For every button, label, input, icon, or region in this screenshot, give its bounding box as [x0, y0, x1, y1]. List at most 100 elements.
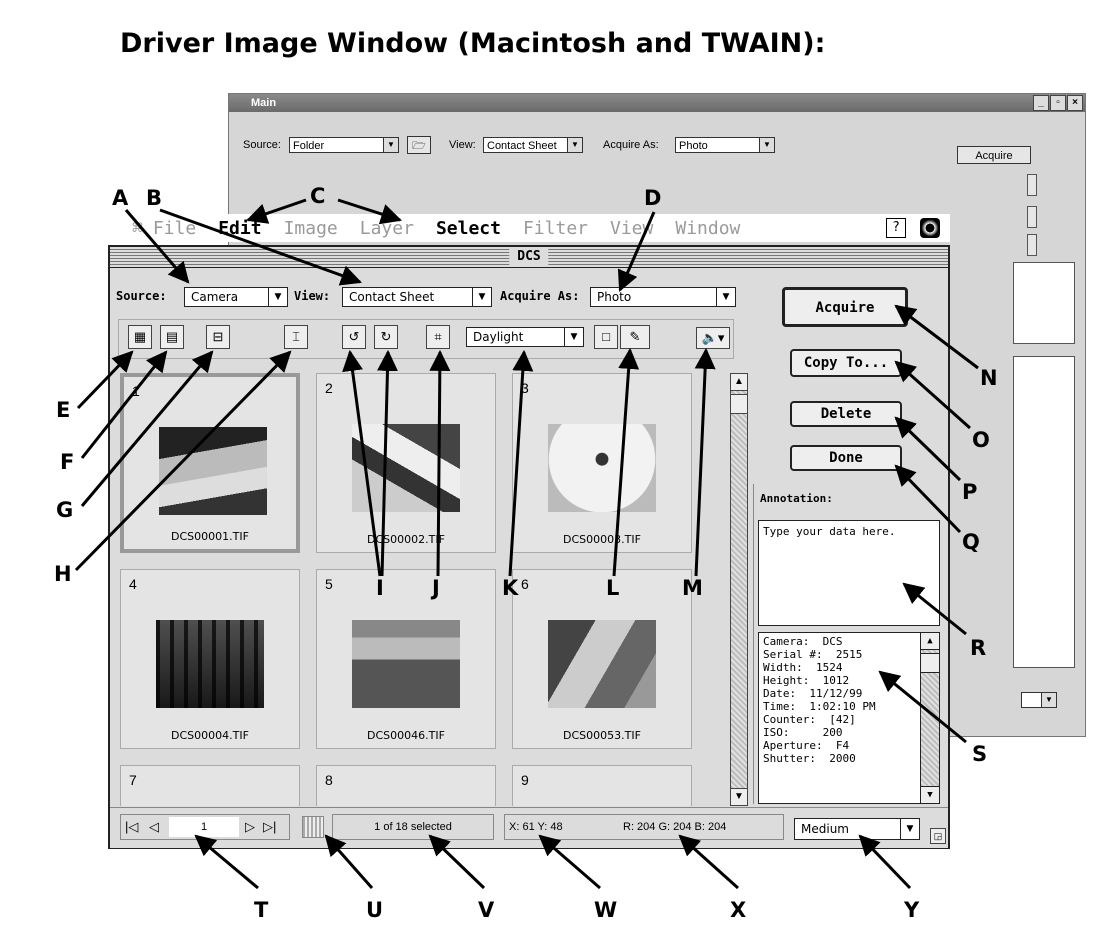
callout-y: Y [904, 898, 920, 922]
callout-r: R [970, 636, 987, 660]
camera-settings-button[interactable]: ▤ [160, 325, 184, 349]
camera-controls-button[interactable]: ⊟ [206, 325, 230, 349]
app-switcher-icon[interactable] [920, 218, 940, 238]
prev-page-icon[interactable]: ◁ [149, 819, 159, 834]
callout-x: X [730, 898, 747, 922]
minimize-button[interactable]: _ [1033, 95, 1049, 111]
apple-menu-icon[interactable]: ⌘ [132, 217, 143, 239]
thumbnail-number: 2 [325, 380, 333, 396]
menu-filter[interactable]: Filter [522, 217, 588, 239]
main-side-panel [1013, 262, 1075, 344]
last-page-icon[interactable]: ▷| [263, 819, 277, 834]
callout-l: L [606, 576, 620, 600]
info-camera: Camera: DCS [763, 635, 843, 648]
thumbnail-2[interactable]: 2 DCS00002.TIF [316, 373, 496, 553]
main-bottom-select[interactable]: ▼ [1021, 692, 1057, 708]
annotation-toggle-button[interactable]: ⌶ [284, 325, 308, 349]
main-acquire-as-select[interactable]: Photo▼ [675, 137, 775, 153]
arrow-k [508, 349, 534, 577]
delete-button[interactable]: Delete [790, 401, 902, 427]
resize-grip-icon[interactable]: ◲ [930, 828, 946, 844]
white-balance-select[interactable]: Daylight▼ [466, 327, 584, 347]
arrow-f [80, 350, 168, 459]
acquire-button[interactable]: Acquire [782, 287, 908, 327]
info-serial: Serial #: 2515 [763, 648, 863, 661]
arrow-c2 [337, 198, 402, 225]
thumbnail-7[interactable]: 7 [120, 765, 300, 806]
thumbnail-3[interactable]: 3 DCS00003.TIF [512, 373, 692, 553]
menu-image[interactable]: Image [283, 217, 338, 239]
arrow-b [159, 208, 362, 286]
menu-view[interactable]: View [610, 217, 654, 239]
info-scrollbar[interactable]: ▲ ▼ [920, 633, 939, 803]
chevron-down-icon: ▼ [268, 288, 287, 306]
thumbnail-filename: DCS00002.TIF [367, 533, 445, 546]
scroll-thumb[interactable] [731, 394, 747, 414]
thumbnail-image [159, 427, 267, 515]
info-iso: ISO: 200 [763, 726, 843, 739]
square-icon: □ [602, 329, 610, 344]
white-balance-value: Daylight [473, 330, 524, 344]
grid-view-icon[interactable] [302, 816, 324, 838]
thumbnail-filename: DCS00003.TIF [563, 533, 641, 546]
main-side-control [1027, 206, 1037, 228]
rotate-right-button[interactable]: ↻ [374, 325, 398, 349]
rotate-left-button[interactable]: ↺ [342, 325, 366, 349]
scroll-down-icon[interactable]: ▼ [921, 786, 939, 803]
info-height: Height: 1012 [763, 674, 850, 687]
page-heading: Driver Image Window (Macintosh and TWAIN… [120, 28, 826, 59]
next-page-icon[interactable]: ▷ [245, 819, 255, 834]
callout-a: A [112, 186, 129, 210]
menu-select[interactable]: Select [435, 217, 501, 239]
scroll-up-icon[interactable]: ▲ [731, 374, 747, 391]
view-select[interactable]: Contact Sheet▼ [342, 287, 492, 307]
arrow-d [617, 211, 656, 292]
thumbnail-1[interactable]: 1 DCS00001.TIF [120, 373, 300, 553]
thumbnail-scrollbar[interactable]: ▲ ▼ [730, 373, 748, 806]
first-page-icon[interactable]: |◁ [125, 819, 139, 834]
scroll-up-icon[interactable]: ▲ [921, 633, 939, 650]
camera-grid-icon: ▤ [165, 329, 179, 344]
thumbnail-9[interactable]: 9 [512, 765, 692, 806]
arrow-x [678, 834, 740, 890]
acquire-as-select[interactable]: Photo▼ [590, 287, 736, 307]
camera-info-button[interactable]: ▦ [128, 325, 152, 349]
menu-window[interactable]: Window [675, 217, 741, 239]
done-button[interactable]: Done [790, 445, 902, 471]
main-acquire-button[interactable]: Acquire [957, 146, 1031, 164]
help-icon[interactable]: ? [886, 218, 906, 238]
main-acquire-as-value: Photo [679, 140, 708, 152]
acquire-as-label: Acquire As: [500, 289, 580, 303]
arrow-i1 [342, 349, 382, 577]
menu-file[interactable]: File [152, 217, 197, 239]
sound-menu-button[interactable]: 🔈▾ [696, 327, 730, 349]
scroll-down-icon[interactable]: ▼ [731, 788, 747, 805]
chevron-down-icon: ▼ [567, 138, 582, 152]
scroll-thumb[interactable] [921, 653, 939, 673]
folder-open-button[interactable]: 🗁 [407, 136, 431, 154]
thumbnail-6[interactable]: 6 DCS00053.TIF [512, 569, 692, 749]
main-source-select[interactable]: Folder▼ [289, 137, 399, 153]
close-button[interactable]: × [1067, 95, 1083, 111]
main-side-panel [1013, 356, 1075, 668]
page-number-field[interactable]: 1 [169, 817, 239, 837]
neutral-balance-button[interactable]: □ [594, 325, 618, 349]
callout-b: B [146, 186, 163, 210]
annotation-input[interactable]: Type your data here. [758, 520, 940, 626]
thumbnail-5[interactable]: 5 DCS00046.TIF [316, 569, 496, 749]
main-view-select[interactable]: Contact Sheet▼ [483, 137, 583, 153]
callout-p: P [962, 480, 978, 504]
thumbnail-4[interactable]: 4 DCS00004.TIF [120, 569, 300, 749]
callout-w: W [594, 898, 618, 922]
controls-icon: ⊟ [212, 329, 224, 344]
maximize-button[interactable]: ▫ [1050, 95, 1066, 111]
chevron-down-icon: ▼ [472, 288, 491, 306]
source-select[interactable]: Camera▼ [184, 287, 288, 307]
info-time: Time: 1:02:10 PM [763, 700, 876, 713]
main-source-label: Source: [243, 139, 281, 151]
thumbnail-8[interactable]: 8 [316, 765, 496, 806]
copy-to-button[interactable]: Copy To... [790, 349, 902, 377]
thumbnail-size-select[interactable]: Medium▼ [794, 818, 920, 840]
crop-button[interactable]: ⌗ [426, 325, 450, 349]
